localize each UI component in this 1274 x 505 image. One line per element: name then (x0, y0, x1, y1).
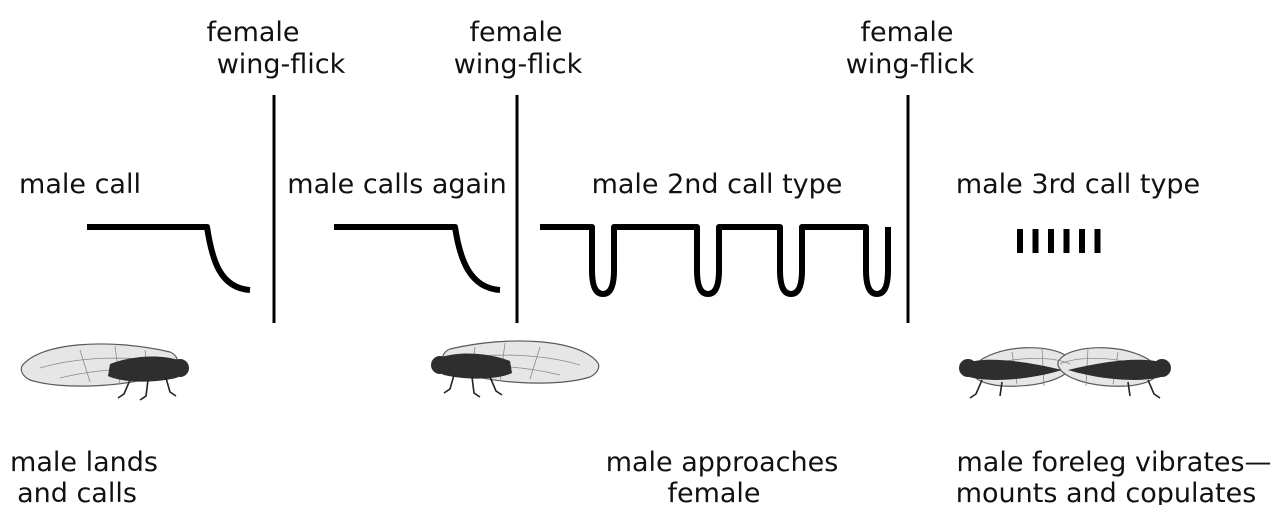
divider-2-label-line1: female (469, 17, 562, 48)
phase-1-call-label: male call (19, 169, 141, 200)
divider-2-label-line2: wing-flick (454, 49, 583, 80)
phase-1-caption-line2: and calls (17, 478, 137, 505)
phase-4-call-label: male 3rd call type (956, 169, 1200, 200)
phase-1-caption-line1: male lands (10, 447, 158, 478)
divider-1-label-line2: wing-flick (217, 49, 346, 80)
call-pulse (1079, 229, 1085, 253)
phase-3-call-waveform (540, 227, 888, 294)
phase-2-call-waveform (334, 227, 500, 290)
phase-3-caption-line2: female (667, 478, 760, 505)
call-pulse (1033, 229, 1039, 253)
phase-4-caption-line2: mounts and copulates (956, 478, 1257, 505)
divider-3-label-line2: wing-flick (846, 49, 975, 80)
cicada-icon (21, 344, 189, 400)
call-pulse (1048, 229, 1054, 253)
divider-1-label-line1: female (206, 17, 299, 48)
phase-3-caption-line1: male approaches (606, 447, 839, 478)
call-pulse (1064, 229, 1070, 253)
phase-4-pulse-train (1017, 229, 1101, 253)
phase-3-call-label: male 2nd call type (592, 169, 843, 200)
call-pulse (1017, 229, 1023, 253)
cicada-icon (431, 341, 599, 397)
divider-3-label-line1: female (860, 17, 953, 48)
call-pulse (1095, 229, 1101, 253)
phase-1-call-waveform (87, 227, 250, 290)
mating-cicadas-icon (959, 348, 1171, 398)
phase-4-caption-line1: male foreleg vibrates— (956, 447, 1271, 478)
phase-2-call-label: male calls again (287, 169, 506, 200)
